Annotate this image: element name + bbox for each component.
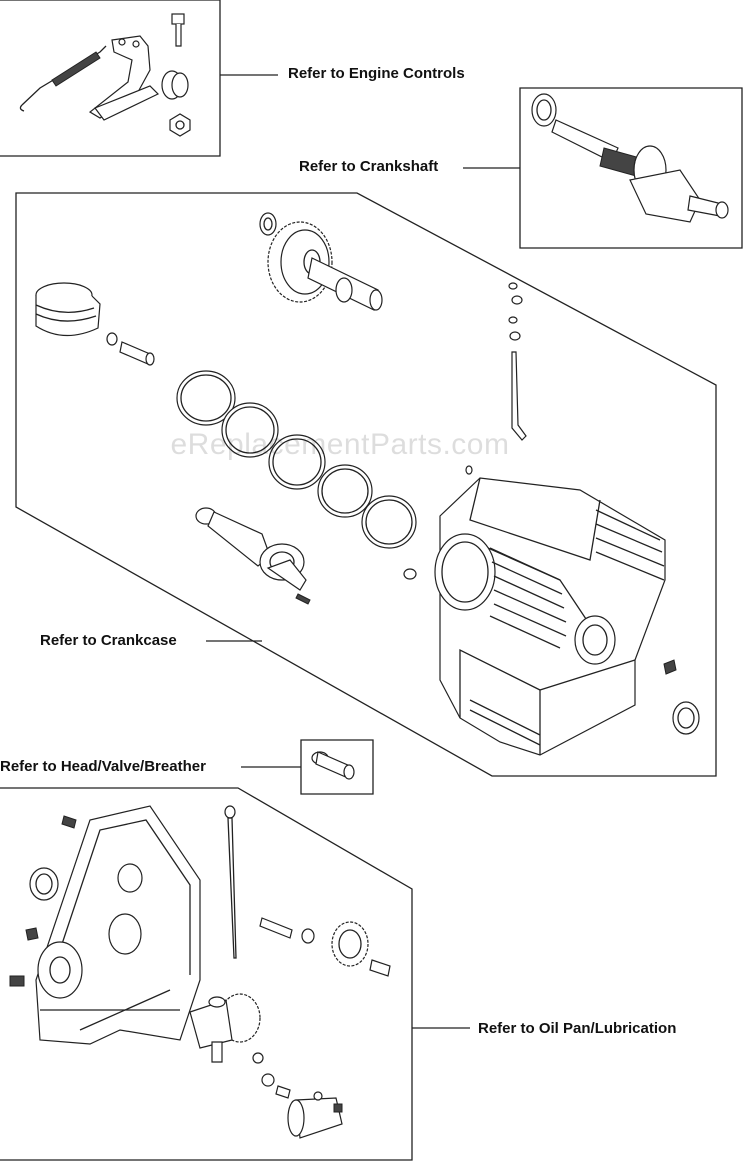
oil-pan-parts: [9, 805, 391, 1139]
callout-head-valve-breather[interactable]: Refer to Head/Valve/Breather: [0, 758, 206, 775]
engine-controls-box: [0, 0, 221, 157]
callout-crankshaft[interactable]: Refer to Crankshaft: [299, 158, 439, 175]
callout-crankcase[interactable]: Refer to Crankcase: [40, 632, 177, 649]
engine-controls-parts: [19, 13, 191, 137]
callout-engine-controls[interactable]: Refer to Engine Controls: [288, 65, 465, 82]
crankshaft-box: [519, 87, 743, 249]
crankcase-section-parts: [35, 212, 700, 756]
crankcase-box: [15, 192, 717, 777]
watermark: eReplacementParts.com: [170, 428, 510, 461]
head-valve-part: [311, 751, 355, 780]
oil-pan-box: [0, 787, 413, 1161]
crankshaft-parts: [531, 93, 729, 223]
callout-oil-pan-lubrication[interactable]: Refer to Oil Pan/Lubrication: [478, 1020, 677, 1037]
head-valve-breather-box: [300, 739, 374, 795]
